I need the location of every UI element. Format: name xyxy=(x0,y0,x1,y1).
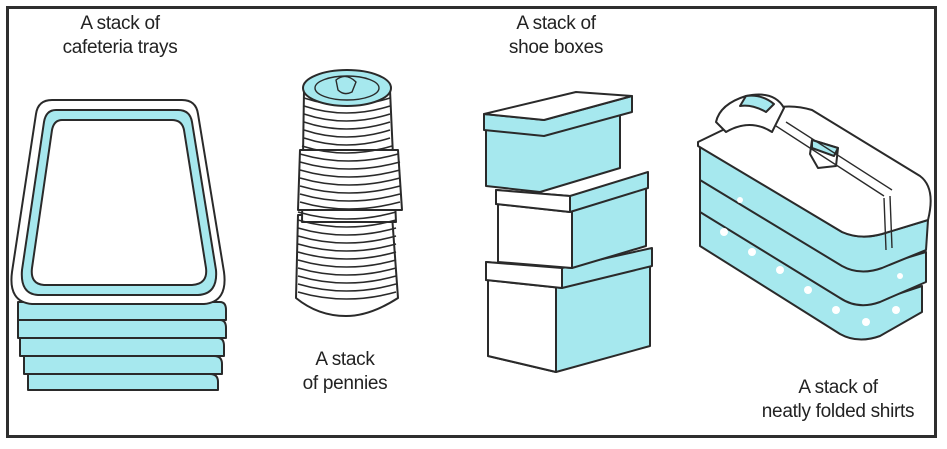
label-shirts: A stack of neatly folded shirts xyxy=(740,376,936,424)
label-boxes-line2: shoe boxes xyxy=(508,37,604,58)
label-trays-line2: cafeteria trays xyxy=(62,37,178,58)
label-boxes-line1: A stack of xyxy=(516,13,596,34)
pennies-illustration xyxy=(295,69,403,317)
label-pennies-line2: of pennies xyxy=(302,373,388,394)
folded-shirts-illustration xyxy=(697,93,932,341)
label-trays-line1: A stack of xyxy=(80,13,160,34)
label-shirts-line2: neatly folded shirts xyxy=(761,401,915,422)
label-boxes: A stack of shoe boxes xyxy=(486,12,626,60)
cafeteria-trays-illustration xyxy=(10,99,227,391)
shirt-dots xyxy=(720,197,903,326)
label-trays: A stack of cafeteria trays xyxy=(40,12,200,60)
label-pennies-line1: A stack xyxy=(315,349,375,370)
label-pennies: A stack of pennies xyxy=(290,348,400,396)
label-shirts-line1: A stack of xyxy=(798,377,878,398)
shoe-boxes-illustration xyxy=(483,91,653,373)
